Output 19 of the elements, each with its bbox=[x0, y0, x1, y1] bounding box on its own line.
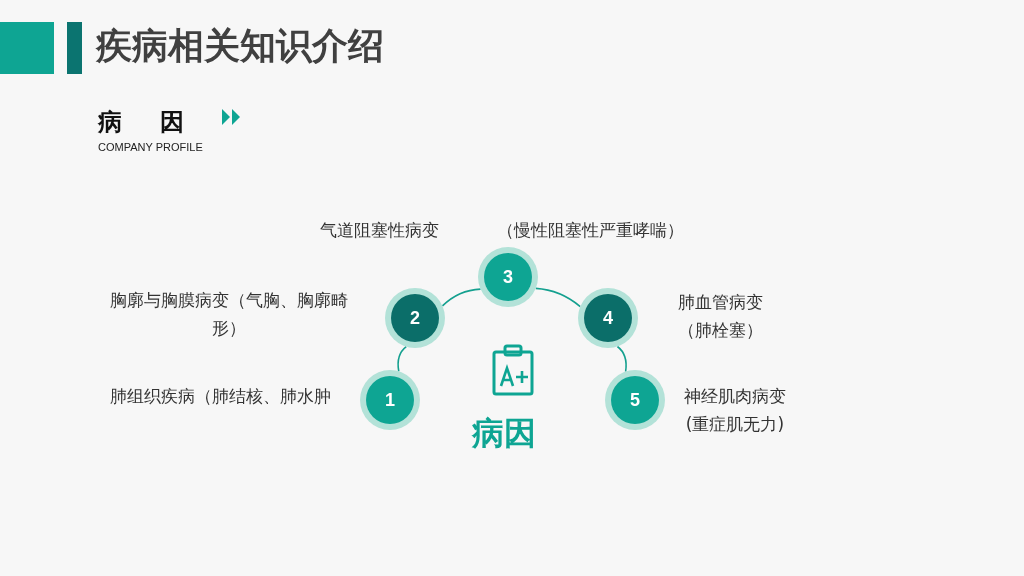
connector-arc bbox=[441, 288, 482, 307]
number-circle: 3 bbox=[478, 247, 538, 307]
subtitle: COMPANY PROFILE bbox=[98, 141, 203, 153]
connector-arc bbox=[616, 345, 627, 373]
slide-title: 疾病相关知识介绍 bbox=[96, 24, 384, 68]
description-text: 气道阻塞性病变 bbox=[320, 219, 439, 242]
number-circle: 4 bbox=[578, 288, 638, 348]
connector-arc bbox=[534, 287, 582, 308]
description-text: 肺血管病变（肺栓塞） bbox=[676, 291, 764, 342]
section-heading: 病因 bbox=[98, 107, 222, 138]
description-text: 神经肌肉病变(重症肌无力) bbox=[683, 385, 787, 436]
number-circle: 1 bbox=[360, 370, 420, 430]
description-text: 胸廓与胸膜病变（气胸、胸廓畸形） bbox=[109, 289, 349, 340]
description-text: （慢性阻塞性严重哮喘） bbox=[497, 219, 684, 242]
number-circle: 2 bbox=[385, 288, 445, 348]
description-text: 肺组织疾病（肺结核、肺水肿 bbox=[108, 385, 332, 408]
connector-arc bbox=[397, 345, 408, 373]
number-circle: 5 bbox=[605, 370, 665, 430]
center-heading: 病因 bbox=[472, 413, 536, 454]
